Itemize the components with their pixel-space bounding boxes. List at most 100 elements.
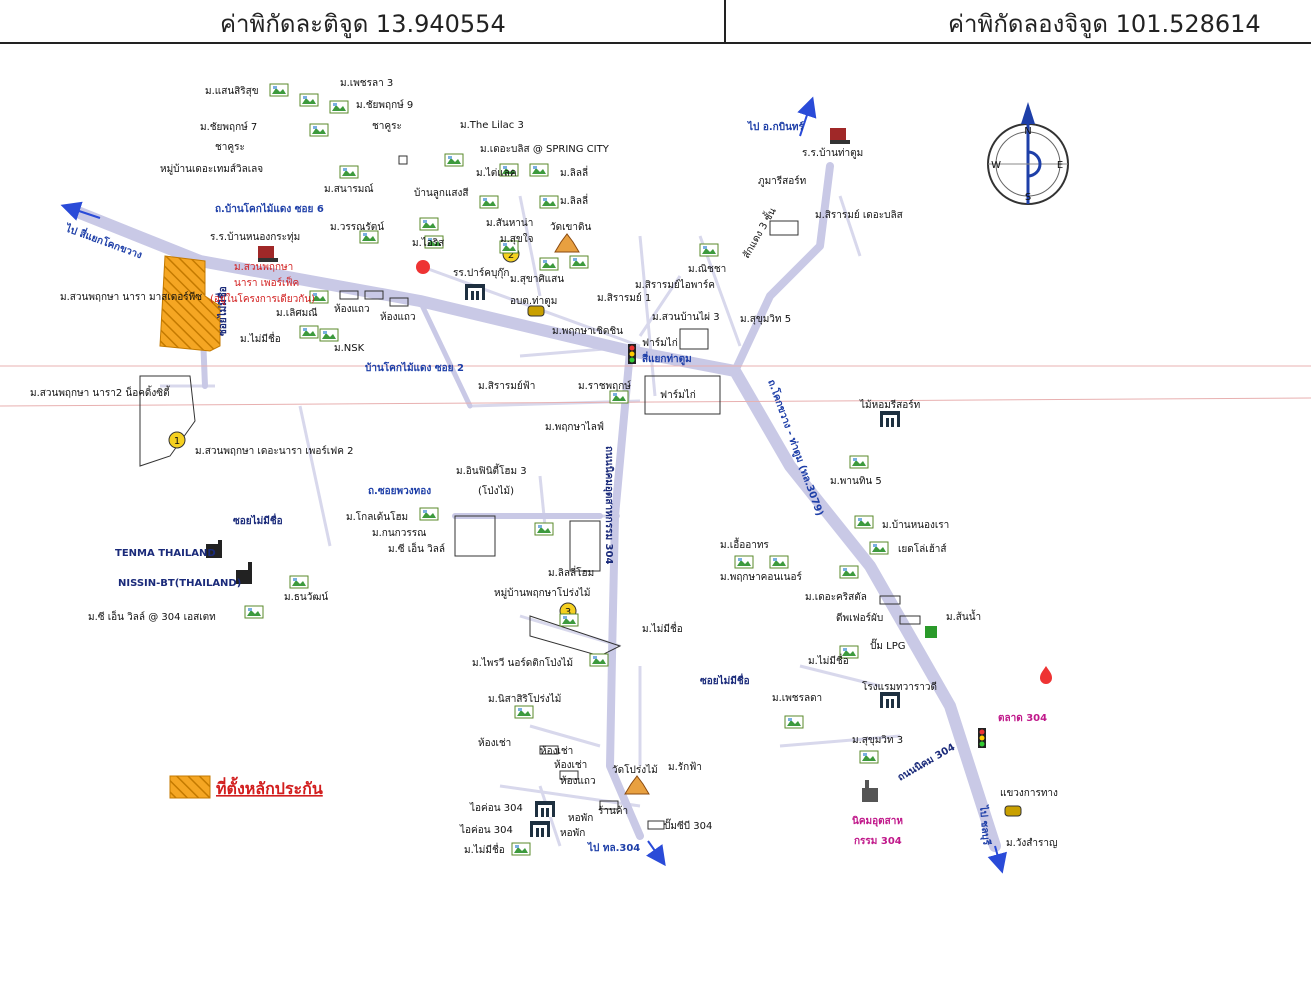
compass-rose: N S E W (987, 102, 1069, 205)
direction-chonburi: ไป ชลบุรี (977, 804, 994, 846)
label: หอพัก (560, 828, 585, 839)
label: ม.The Lilac 3 (460, 120, 524, 131)
label: TENMA THAILAND (115, 548, 216, 559)
label: ชาคูระ (372, 121, 402, 132)
label-collateral-name: ม.สวนพฤกษา (234, 262, 293, 273)
label: ม.ส้นน้ำ (946, 609, 981, 623)
longitude-cell: ค่าพิกัดลองจิจูด 101.528614 (726, 0, 1311, 44)
label: ม.วังสำราญ (1006, 838, 1058, 849)
school-icon (830, 128, 850, 144)
label: ม.สวนพฤกษา นารา2 น็อคดิ้งซิตี้ (30, 385, 171, 399)
direction-tl304: ไป ทล.304 (587, 841, 640, 854)
label: ม.สวนบ้านไผ่ 3 (652, 311, 720, 323)
label: ม.บ้านหนองเรา (882, 519, 949, 531)
label: ม.กนกวรรณ (372, 528, 426, 539)
label: ม.NSK (334, 343, 365, 354)
label: ม.สุขุมวิท 3 (852, 735, 903, 746)
label: ม.ไพรวี นอร์ดติกโป่งไม้ (472, 656, 573, 669)
road-industrial304: ถนนนิคมอุตสาหกรรม 304 (603, 446, 615, 564)
label: ม.โกลเด้นโฮม (346, 510, 408, 523)
road-soi-maimichue-b: ซอยไม่มีชื่อ (233, 513, 283, 527)
label: ม.ธนวัฒน์ (284, 591, 328, 603)
label: ไอค่อน 304 (469, 802, 523, 814)
minor-roads (160, 195, 901, 847)
label: ม.ไอริส (412, 237, 444, 249)
marker-3-text: 3 (565, 607, 571, 618)
label: อบต.ท่าตูม (510, 296, 557, 307)
label: ปั๊มซีบี 304 (664, 818, 712, 832)
label: ม.ซี เอ็น วิลล์ (388, 541, 445, 555)
compass-e: E (1057, 160, 1063, 171)
label: ม.ณิชชา (688, 264, 726, 275)
label: บ้านลูกแสงสี (414, 187, 469, 199)
label: ห้องแถว (380, 311, 416, 323)
label: ม.ลิลลี่โฮม (548, 565, 594, 579)
label: ร้านค้า (598, 805, 628, 817)
label: ม.ลิลลี่ (560, 165, 588, 179)
road-sakdaeng: สักแดง 3 ชั้น (738, 205, 778, 261)
road-soi-maimichue-c: ซอยไม่มีชื่อ (700, 673, 750, 687)
label: เยดโล่เฮ้าส์ (898, 542, 947, 555)
marker-1-text: 1 (174, 436, 180, 447)
legend-label: ที่ตั้งหลักประกัน (216, 776, 323, 798)
label: ม.ชัยพฤกษ์ 7 (200, 121, 257, 133)
label: ร.ร.บ้านหนองกระทุ่ม (210, 231, 300, 243)
label: ห้องเช่า (554, 759, 587, 771)
road-khok-soi2: บ้านโคกไม้แดง ซอย 2 (365, 361, 464, 374)
label: ม.นิสาสิริโปร่งไม้ (488, 692, 561, 705)
label: ม.สวนพฤกษา นารา มาสเตอร์พีซ (60, 291, 202, 303)
map-legend: ที่ตั้งหลักประกัน (169, 775, 323, 799)
longitude-label: ค่าพิกัดลองจิจูด 101.528614 (948, 10, 1261, 38)
label: ห้องแถว (334, 303, 370, 315)
label: ม.ไม่มีชื่อ (240, 331, 281, 345)
label: ม.สิรารมย์ไอพาร์ค (635, 279, 715, 291)
label: ม.พฤกษาไลฟ์ (545, 421, 604, 433)
label: ม.สนารมณ์ (324, 183, 374, 195)
factory-icon (206, 540, 222, 558)
label: ดีพเฟอร์ผับ (836, 612, 883, 624)
traffic-light-icon (978, 728, 986, 748)
label: ม.สุขใจ (500, 233, 534, 245)
legend-swatch (169, 775, 211, 799)
grid-line-horizontal (0, 397, 1311, 407)
label: ห้องเช่า (478, 737, 511, 749)
direction-kabin: ไป อ.กบินทร์ (747, 120, 804, 133)
direction-arrows (60, 96, 1007, 874)
marker-2-text: 2 (508, 250, 514, 261)
label: ชาคูระ (215, 142, 245, 153)
car-icon (1004, 805, 1022, 817)
label-junction: สี่แยกท่าตูม (642, 351, 692, 366)
label: รร.ปาร์คบุกุ๊ก (453, 267, 509, 279)
label: (โป่งไม้) (478, 484, 514, 497)
label-collateral-project: นารา เพอร์เฟ็ค (234, 275, 299, 289)
latitude-cell: ค่าพิกัดละติจูด 13.940554 (0, 0, 726, 44)
road-nikhom304: ถนนนิคม 304 (896, 741, 958, 784)
label: ร.ร.บ้านท่าตูม (802, 147, 863, 159)
label: ภูมารีสอร์ท (758, 175, 806, 187)
collateral-parcel (159, 255, 221, 352)
label: หอพัก (568, 813, 593, 824)
label: ม.ซี เอ็น วิลล์ @ 304 เอสเตท (88, 609, 216, 623)
label: ฟาร์มไก่ (642, 337, 678, 349)
label: หมู่บ้านเดอะเทมส์วิลเลจ (160, 163, 263, 175)
road-soi-maimichue-a: ซอยไม่มีชื่อ (215, 286, 229, 336)
label: ม.เพชรลดา (772, 693, 822, 704)
label: หมู่บ้านพฤกษาโปร่งไม้ (494, 586, 590, 599)
label: ม.วรรณรัตน์ (330, 221, 384, 233)
label: ปั๊ม LPG (870, 638, 905, 652)
temple-icon (624, 775, 650, 795)
label: ม.ไต่แลค (476, 167, 517, 179)
label: นิคมอุตสาห (852, 815, 903, 827)
gas-icon (1040, 666, 1052, 684)
label: ม.ลิลลี่ (560, 193, 588, 207)
compass-w: W (991, 160, 1001, 171)
label: ม.เดอะคริสตัล (805, 592, 867, 603)
label: ม.ไม่มีชื่อ (464, 842, 505, 856)
temple-icon (554, 233, 580, 253)
label: ม.พฤกษาเชิดชิน (552, 326, 623, 337)
main-roads (69, 162, 1001, 852)
school-icon (258, 246, 278, 262)
label-collateral-note: (อยู่ในโครงการเดียวกัน) (210, 292, 315, 305)
compass-n: N (1024, 126, 1031, 137)
label: ม.เอื้ออาทร (720, 537, 769, 551)
